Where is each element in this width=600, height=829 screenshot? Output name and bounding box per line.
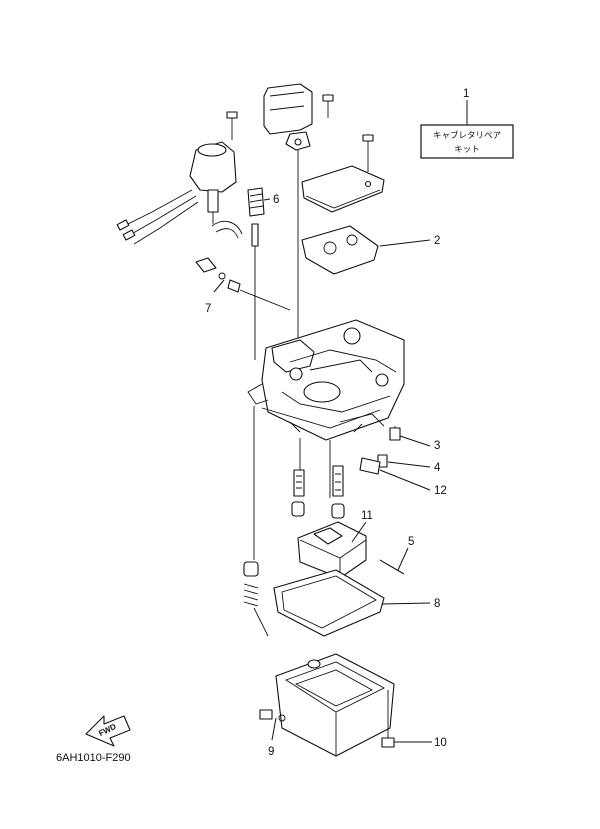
gasket-8: [273, 569, 385, 637]
callout-6: 6: [273, 194, 279, 206]
main-jet-3: [389, 426, 401, 441]
drain-screw-9: [259, 709, 286, 722]
screw-top-right: [322, 94, 334, 118]
callout-3: 3: [434, 440, 440, 452]
callout-11: 11: [361, 510, 373, 522]
callout-10: 10: [434, 737, 447, 749]
kit-label-line1: キャブレタリペア: [433, 130, 501, 141]
kit-label-line2: キット: [454, 145, 480, 155]
diagram-code: 6AH1010-F290: [56, 752, 131, 764]
bowl-screw-10: [381, 730, 395, 748]
callout-12: 12: [434, 485, 447, 497]
air-screw-7: [195, 257, 291, 311]
solenoid-bracket: [263, 83, 313, 372]
callout-1: 1: [463, 88, 469, 100]
float-pin-5: [379, 559, 405, 575]
gasket-2: [301, 225, 379, 275]
wire-harness: [116, 189, 199, 245]
plate-12: [359, 457, 381, 475]
callout-numbers: 1 2 3 4 5 6 7 8 9 10 11 12: [205, 88, 469, 758]
callout-8: 8: [434, 598, 440, 610]
drain-spring: [243, 561, 269, 637]
float-11: [297, 521, 367, 579]
clip-bracket: [211, 220, 243, 239]
callout-9: 9: [268, 746, 274, 758]
leader-lines: [213, 198, 432, 743]
callout-2: 2: [434, 235, 440, 247]
projection-lines: [253, 406, 381, 560]
screw-cover: [362, 134, 374, 172]
fwd-arrow: FWD: [85, 715, 131, 747]
callout-4: 4: [434, 462, 441, 474]
pilot-screw-6: [247, 187, 265, 360]
repair-kit-box: キャブレタリペア キット: [420, 100, 514, 159]
nozzle-left: [291, 469, 305, 517]
callout-5: 5: [408, 536, 414, 548]
solenoid-valve: [189, 111, 238, 224]
carburetor-body: [247, 319, 405, 441]
cover-plate: [301, 165, 385, 213]
nozzle-right: [331, 465, 345, 519]
float-bowl: [275, 653, 395, 757]
callout-7: 7: [205, 303, 211, 315]
